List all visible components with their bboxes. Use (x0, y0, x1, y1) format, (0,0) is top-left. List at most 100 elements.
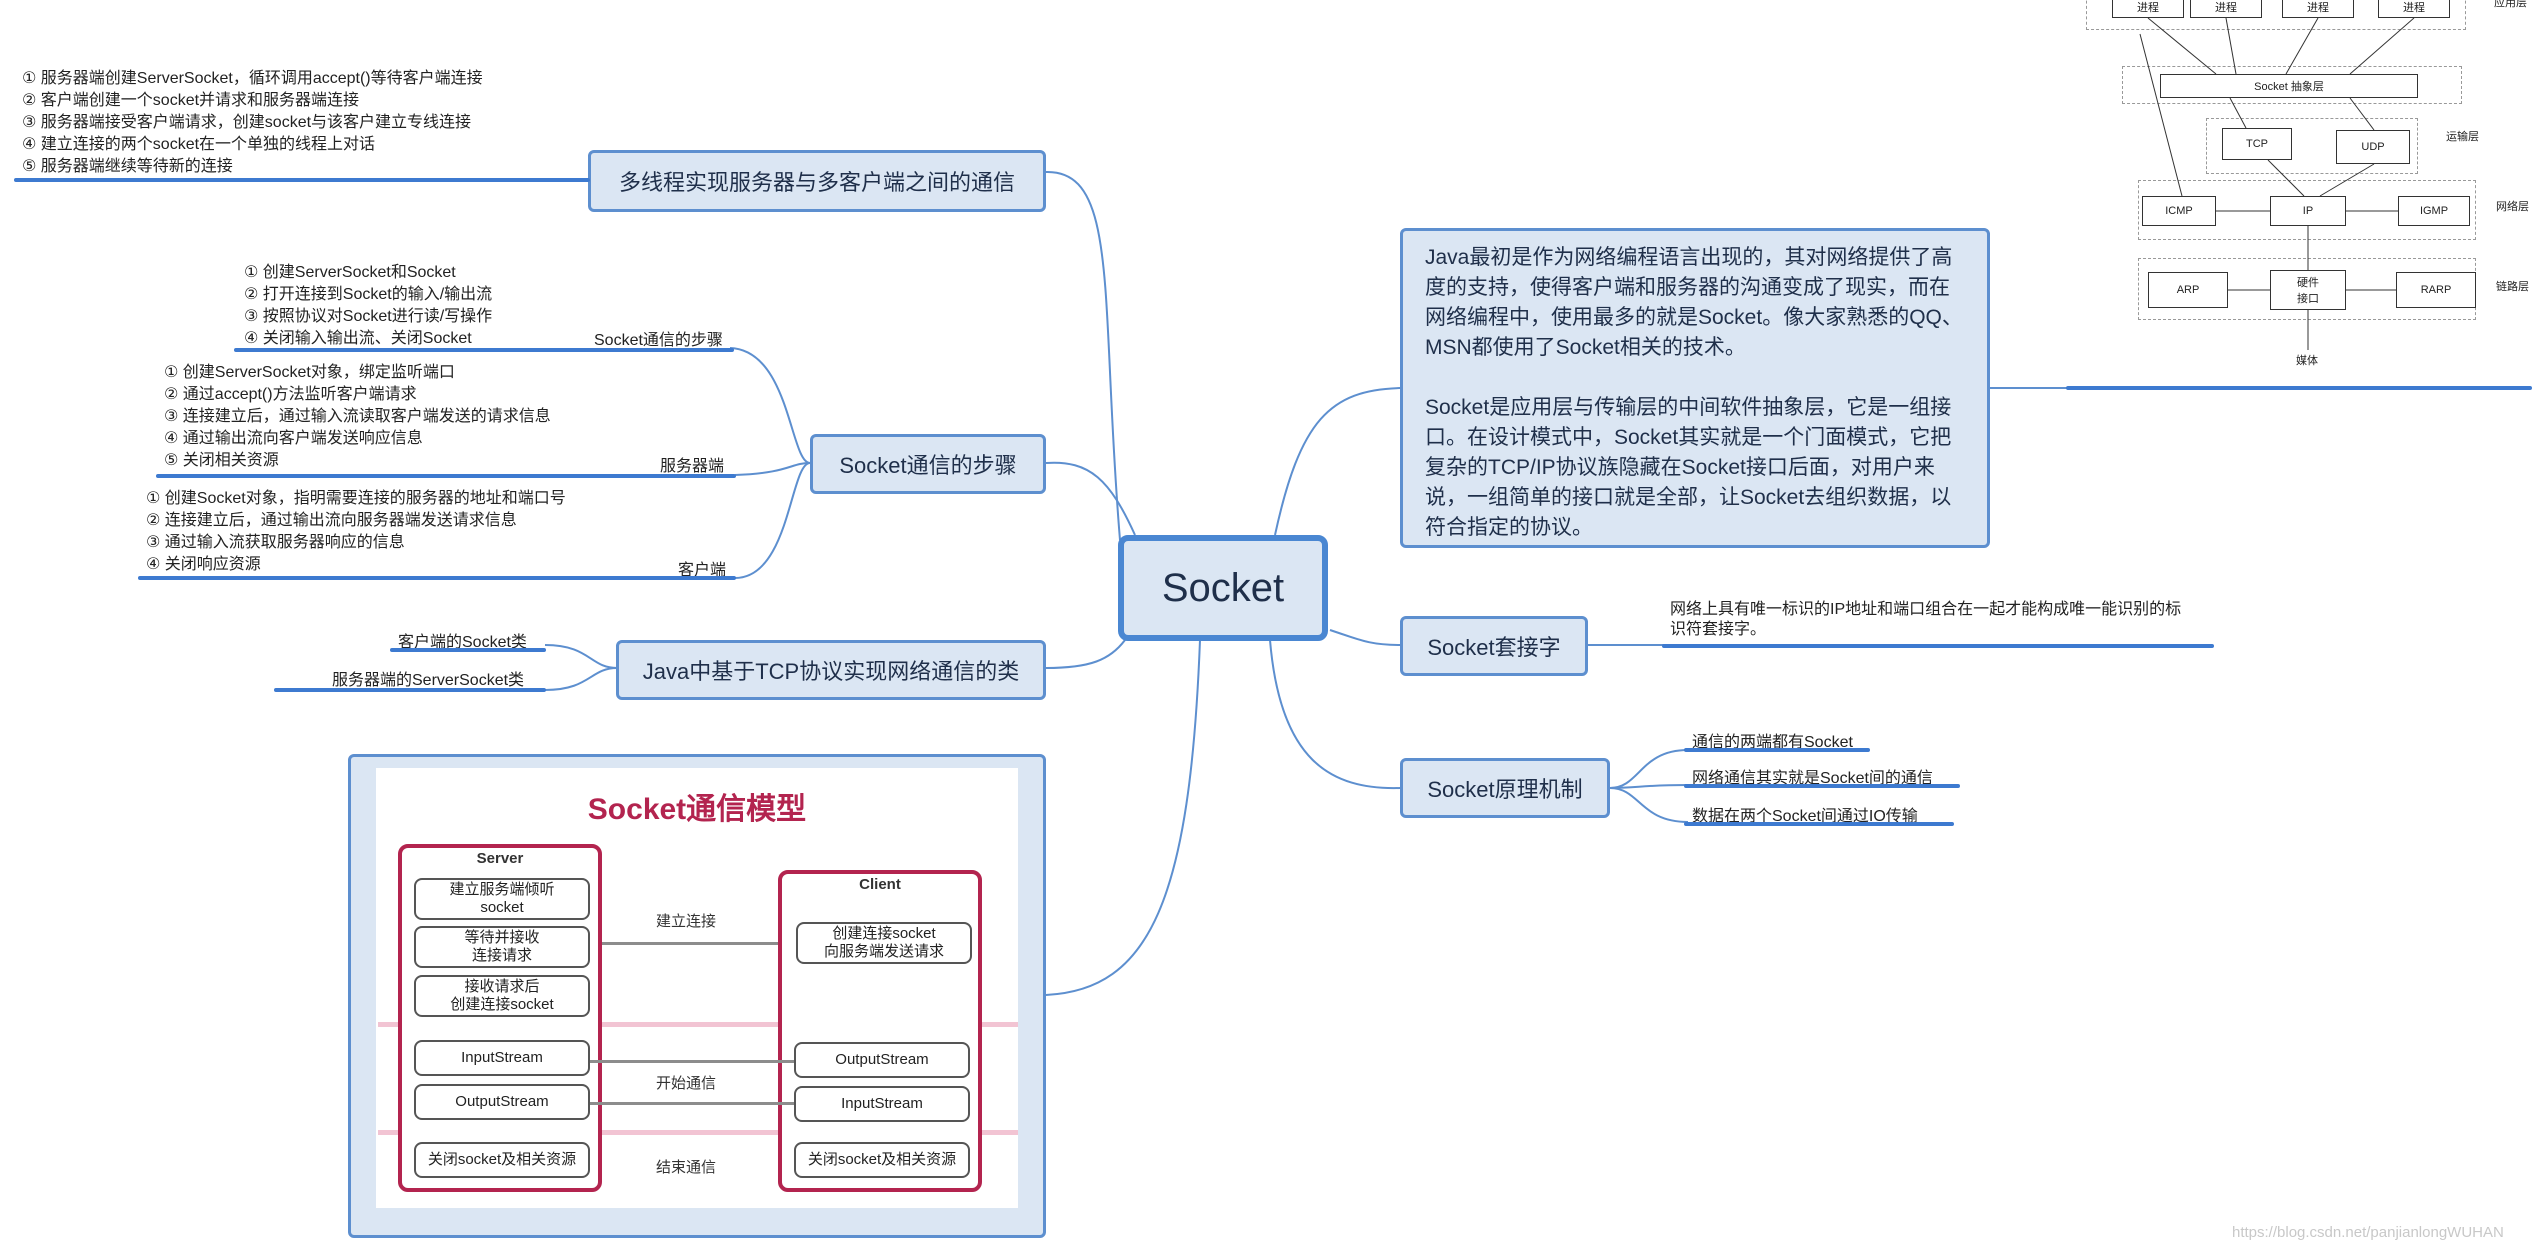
note-line: ④ 关闭响应资源 (146, 556, 261, 573)
network-layer-box (2138, 180, 2476, 240)
watermark-text: https://blog.csdn.net/panjianlongWUHAN (2232, 1224, 2504, 1241)
server-step-listen: 建立服务端倾听 socket (414, 878, 590, 920)
note-line: ① 创建Socket对象，指明需要连接的服务器的地址和端口号 (146, 490, 566, 507)
note-line: ③ 服务器端接受客户端请求，创建socket与该客户建立专线连接 (22, 114, 472, 131)
steps-sub2-notes: ① 创建ServerSocket对象，绑定监听端口 ② 通过accept()方法… (164, 362, 551, 472)
connect-line (602, 942, 778, 945)
client-close: 关闭socket及相关资源 (794, 1142, 970, 1178)
central-label: Socket (1161, 565, 1285, 610)
note-line: ③ 按照协议对Socket进行读/写操作 (244, 308, 493, 325)
media-label: 媒体 (2296, 355, 2318, 367)
server-head: Server (476, 850, 524, 867)
topic-java-classes[interactable]: Java中基于TCP协议实现网络通信的类 (616, 640, 1046, 700)
topic-socket-word-label: Socket套接字 (1427, 635, 1561, 660)
stream-line (590, 1102, 794, 1105)
mechanism-underline (1684, 822, 1954, 826)
mechanism-underline (1684, 748, 1870, 752)
note-line: ⑤ 服务器端继续等待新的连接 (22, 158, 233, 175)
process-box: 进程 (2190, 0, 2262, 18)
note-line: ② 打开连接到Socket的输入/输出流 (244, 286, 493, 303)
intro-paragraph-1: Java最初是作为网络编程语言出现的，其对网络提供了高度的支持，使得客户端和服务… (1425, 246, 1963, 359)
java-class-server-underline (274, 688, 546, 692)
steps-sub2-label[interactable]: 服务器端 (660, 458, 725, 475)
transport-layer-box (2206, 118, 2418, 174)
note-line: ② 客户端创建一个socket并请求和服务器端连接 (22, 92, 360, 109)
note-line: ③ 通过输入流获取服务器响应的信息 (146, 534, 405, 551)
note-line: ① 服务器端创建ServerSocket，循环调用accept()等待客户端连接 (22, 70, 483, 87)
process-box: 进程 (2112, 0, 2184, 18)
topic-mechanism[interactable]: Socket原理机制 (1400, 758, 1610, 818)
note-line: ② 连接建立后，通过输出流向服务器端发送请求信息 (146, 512, 517, 529)
socket-word-underline (1662, 644, 2214, 648)
tcp-box: TCP (2222, 128, 2292, 160)
note-line: ② 通过accept()方法监听客户端请求 (164, 386, 417, 403)
app-layer-box (2086, 0, 2466, 30)
layer-network-label: 网络层 (2496, 201, 2529, 213)
topic-multithread-label: 多线程实现服务器与多客户端之间的通信 (618, 170, 1015, 195)
note-line: ③ 连接建立后，通过输入流读取客户端发送的请求信息 (164, 408, 551, 425)
client-head: Client (859, 876, 901, 893)
multithread-underline (14, 178, 590, 182)
udp-box: UDP (2336, 130, 2410, 164)
steps-sub3-label[interactable]: 客户端 (678, 562, 727, 579)
stream-line (590, 1060, 794, 1063)
intro-topic[interactable]: Java最初是作为网络编程语言出现的，其对网络提供了高度的支持，使得客户端和服务… (1400, 228, 1990, 548)
note-line: ④ 通过输出流向客户端发送响应信息 (164, 430, 423, 447)
protocol-arrows (2139, 17, 2415, 350)
intro-paragraph-2: Socket是应用层与传输层的中间软件抽象层，它是一组接口。在设计模式中，Soc… (1425, 396, 1952, 539)
java-class-client[interactable]: 客户端的Socket类 (398, 634, 527, 651)
process-box: 进程 (2378, 0, 2450, 18)
topic-multithread[interactable]: 多线程实现服务器与多客户端之间的通信 (588, 150, 1046, 212)
client-inputstream: InputStream (794, 1086, 970, 1122)
server-close: 关闭socket及相关资源 (414, 1142, 590, 1178)
socket-abstract-box: Socket 抽象层 (2160, 74, 2418, 98)
rarp-box: RARP (2396, 272, 2476, 308)
icmp-box: ICMP (2142, 196, 2216, 226)
mechanism-underline (1684, 784, 1960, 788)
topic-steps-label: Socket通信的步骤 (839, 453, 1017, 478)
ip-box: IP (2270, 196, 2346, 226)
topic-socket-word[interactable]: Socket套接字 (1400, 616, 1588, 676)
topic-java-classes-label: Java中基于TCP协议实现网络通信的类 (642, 659, 1020, 684)
mechanism-item[interactable]: 网络通信其实就是Socket间的通信 (1692, 770, 1933, 787)
phase-end-label: 结束通信 (656, 1159, 717, 1176)
note-line: ④ 关闭输入输出流、关闭Socket (244, 330, 472, 347)
steps-sub3-underline (138, 576, 736, 580)
phase-connect-label: 建立连接 (656, 913, 717, 930)
hardware-box: 硬件 接口 (2270, 270, 2346, 310)
layer-transport-label: 运输层 (2446, 131, 2479, 143)
central-topic[interactable]: Socket (1118, 535, 1328, 641)
layer-app-label: 应用层 (2494, 0, 2527, 9)
socket-layer-box (2122, 66, 2462, 104)
multithread-notes: ① 服务器端创建ServerSocket，循环调用accept()等待客户端连接… (22, 68, 483, 178)
mechanism-item[interactable]: 数据在两个Socket间通过IO传输 (1692, 808, 1918, 825)
java-class-server[interactable]: 服务器端的ServerSocket类 (332, 672, 525, 689)
intro-underline (2066, 386, 2532, 390)
socket-word-note: 网络上具有唯一标识的IP地址和端口组合在一起才能构成唯一能识别的标 识符套接字。 (1670, 601, 2182, 638)
topic-mechanism-label: Socket原理机制 (1427, 777, 1583, 802)
steps-sub1-notes: ① 创建ServerSocket和Socket ② 打开连接到Socket的输入… (244, 262, 492, 350)
phase-comm-label: 开始通信 (656, 1075, 717, 1092)
server-inputstream: InputStream (414, 1040, 590, 1076)
note-line: ① 创建ServerSocket和Socket (244, 264, 456, 281)
client-step-connect: 创建连接socket 向服务端发送请求 (796, 922, 972, 964)
steps-sub3-notes: ① 创建Socket对象，指明需要连接的服务器的地址和端口号 ② 连接建立后，通… (146, 488, 566, 576)
mechanism-item[interactable]: 通信的两端都有Socket (1692, 734, 1853, 751)
model-divider (378, 1022, 1018, 1027)
java-class-client-underline (390, 648, 546, 652)
topic-steps[interactable]: Socket通信的步骤 (810, 434, 1046, 494)
arp-box: ARP (2148, 272, 2228, 308)
steps-sub1-label[interactable]: Socket通信的步骤 (594, 332, 723, 349)
server-outputstream: OutputStream (414, 1084, 590, 1120)
steps-sub2-underline (156, 474, 736, 478)
client-outputstream: OutputStream (794, 1042, 970, 1078)
server-step-create: 接收请求后 创建连接socket (414, 975, 590, 1017)
process-box: 进程 (2282, 0, 2354, 18)
note-line: ④ 建立连接的两个socket在一个单独的线程上对话 (22, 136, 376, 153)
model-title: Socket通信模型 (587, 793, 807, 826)
note-line: ① 创建ServerSocket对象，绑定监听端口 (164, 364, 455, 381)
layer-link-label: 链路层 (2496, 281, 2529, 293)
igmp-box: IGMP (2398, 196, 2470, 226)
